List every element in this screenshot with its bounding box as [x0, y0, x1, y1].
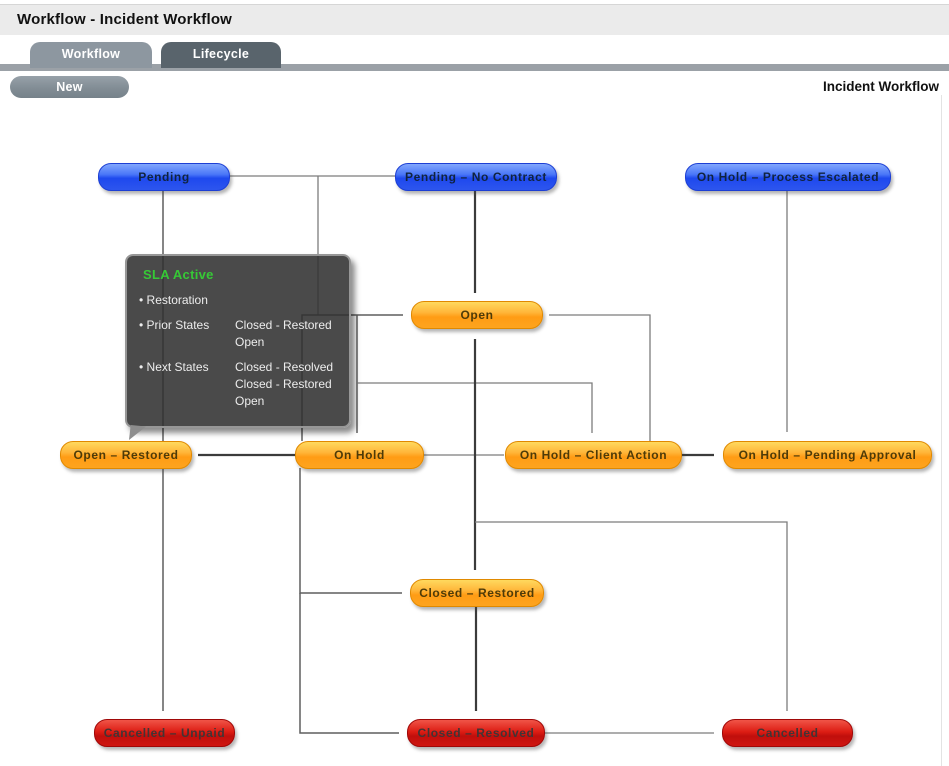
- workflow-node-on-hold-process-escalated[interactable]: On Hold – Process Escalated: [685, 163, 891, 191]
- workflow-node-pending[interactable]: Pending: [98, 163, 230, 191]
- workflow-node-open-restored[interactable]: Open – Restored: [60, 441, 192, 469]
- content-right-border: [941, 95, 942, 766]
- tab-underline: [0, 64, 949, 71]
- sla-tooltip-row-label: • Restoration: [139, 293, 208, 307]
- context-title: Incident Workflow: [822, 79, 939, 94]
- workflow-node-open[interactable]: Open: [411, 301, 543, 329]
- workflow-edge: [299, 468, 402, 594]
- workflow-node-closed-resolved[interactable]: Closed – Resolved: [407, 719, 545, 747]
- workflow-node-on-hold-pending-approval[interactable]: On Hold – Pending Approval: [723, 441, 932, 469]
- workflow-node-cancelled-unpaid[interactable]: Cancelled – Unpaid: [94, 719, 235, 747]
- sla-tooltip-title: SLA Active: [143, 267, 214, 282]
- workflow-edge: [357, 382, 593, 433]
- workflow-node-closed-restored[interactable]: Closed – Restored: [410, 579, 544, 607]
- sla-tooltip-row: • Restoration: [139, 292, 341, 309]
- workflow-node-pending-no-contract[interactable]: Pending – No Contract: [395, 163, 557, 191]
- sla-tooltip-rows: • Restoration • Prior States Closed - Rest…: [139, 292, 341, 410]
- sla-tooltip-row-values: [235, 292, 341, 309]
- tab-lifecycle[interactable]: Lifecycle: [161, 42, 281, 68]
- workflow-node-on-hold[interactable]: On Hold: [295, 441, 424, 469]
- workflow-edge: [475, 521, 788, 711]
- sla-tooltip-row-label: • Prior States: [139, 318, 210, 332]
- tab-bar: Workflow Lifecycle: [30, 42, 281, 68]
- workflow-node-cancelled[interactable]: Cancelled: [722, 719, 853, 747]
- tab-workflow[interactable]: Workflow: [30, 42, 152, 68]
- page-title: Workflow - Incident Workflow: [17, 11, 233, 28]
- workflow-edge: [549, 314, 651, 441]
- new-button[interactable]: New: [10, 76, 129, 98]
- sla-tooltip-row-label: • Next States: [139, 360, 209, 374]
- page-header: Workflow - Incident Workflow: [0, 4, 949, 35]
- workflow-edge: [299, 593, 399, 734]
- workflow-node-on-hold-client-action[interactable]: On Hold – Client Action: [505, 441, 682, 469]
